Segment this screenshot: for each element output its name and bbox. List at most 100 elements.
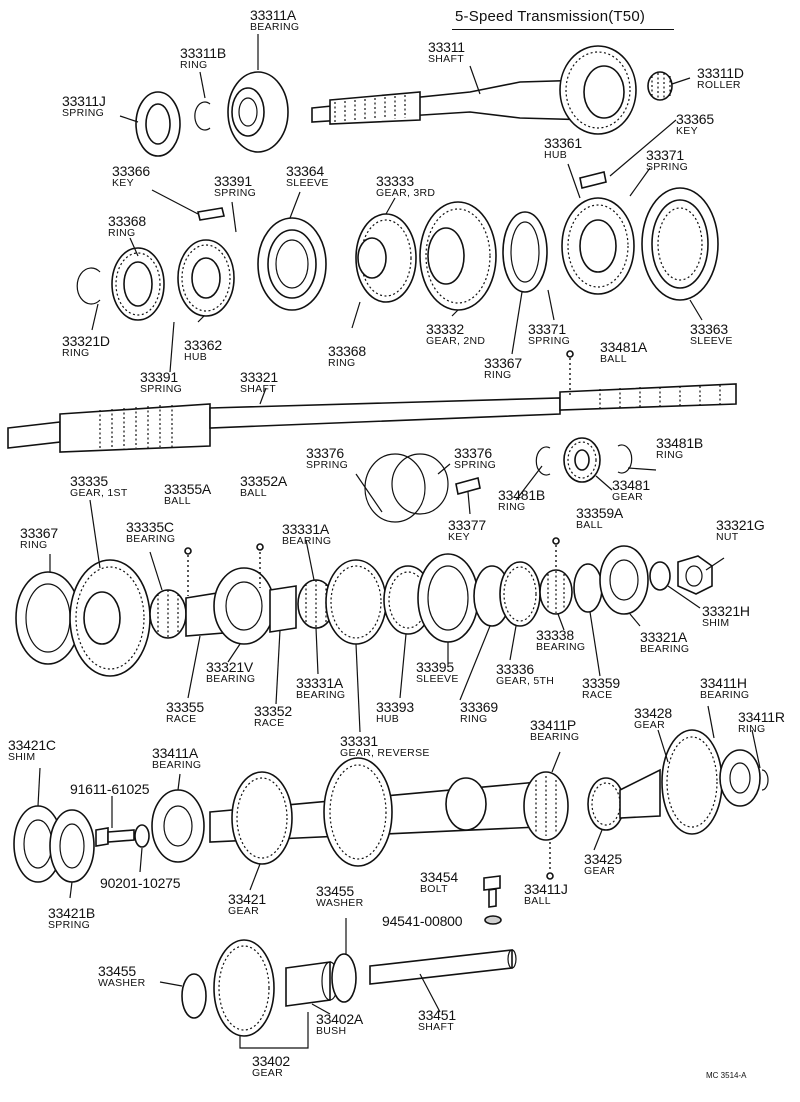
gear-33425 <box>587 777 625 831</box>
bearing-33311A <box>227 71 289 153</box>
spring-33311J <box>135 91 181 157</box>
bolt-91611-61025 <box>95 827 135 847</box>
gear-33336 <box>499 561 541 627</box>
sleeve-33363 <box>641 187 719 301</box>
shaft-33451 <box>369 949 517 985</box>
washer-90201-10275 <box>134 824 150 848</box>
input-shaft-33311 <box>311 79 596 125</box>
washer-33455-left <box>181 973 207 1019</box>
washer-33455-right <box>331 953 357 1003</box>
bolt-33454 <box>483 875 501 908</box>
ring-33368-left <box>111 247 165 321</box>
leader-lines <box>37 34 761 1049</box>
shim-33321H <box>649 561 671 591</box>
spring-33376 <box>364 453 449 523</box>
bearing-33321A <box>599 545 649 615</box>
gear-33333 <box>355 213 417 303</box>
washer-94541-00800 <box>484 915 502 925</box>
bearing-33411A <box>151 789 205 863</box>
ring-33321D <box>76 267 101 305</box>
figure-code: MC 3514-A <box>706 1071 747 1080</box>
gear-33335 <box>69 559 151 677</box>
gear-33402 <box>213 939 275 1037</box>
ring-33481B-left <box>535 446 551 476</box>
bush-33402A <box>285 961 339 1007</box>
nut-33321G <box>677 555 713 595</box>
hub-33361 <box>561 197 635 295</box>
ring-33411R <box>761 769 769 791</box>
gear-33332 <box>419 201 497 311</box>
bearing-33411P <box>523 771 569 841</box>
callout-91611-61025: 91611-61025 <box>70 781 150 797</box>
roller-33311D <box>647 71 673 101</box>
callout-94541-00800: 94541-00800 <box>382 913 463 929</box>
bearing-33335C <box>149 589 187 639</box>
bearing-33338 <box>539 569 573 615</box>
ring-33367 <box>502 211 548 293</box>
sleeve-33395 <box>417 553 479 643</box>
gear-33331 <box>325 559 387 645</box>
bearing-33321V <box>213 567 275 645</box>
key-33377 <box>455 477 481 495</box>
countershaft-gear-cluster <box>209 757 561 867</box>
ring-33311B <box>194 101 211 131</box>
race-33352 <box>269 585 297 633</box>
